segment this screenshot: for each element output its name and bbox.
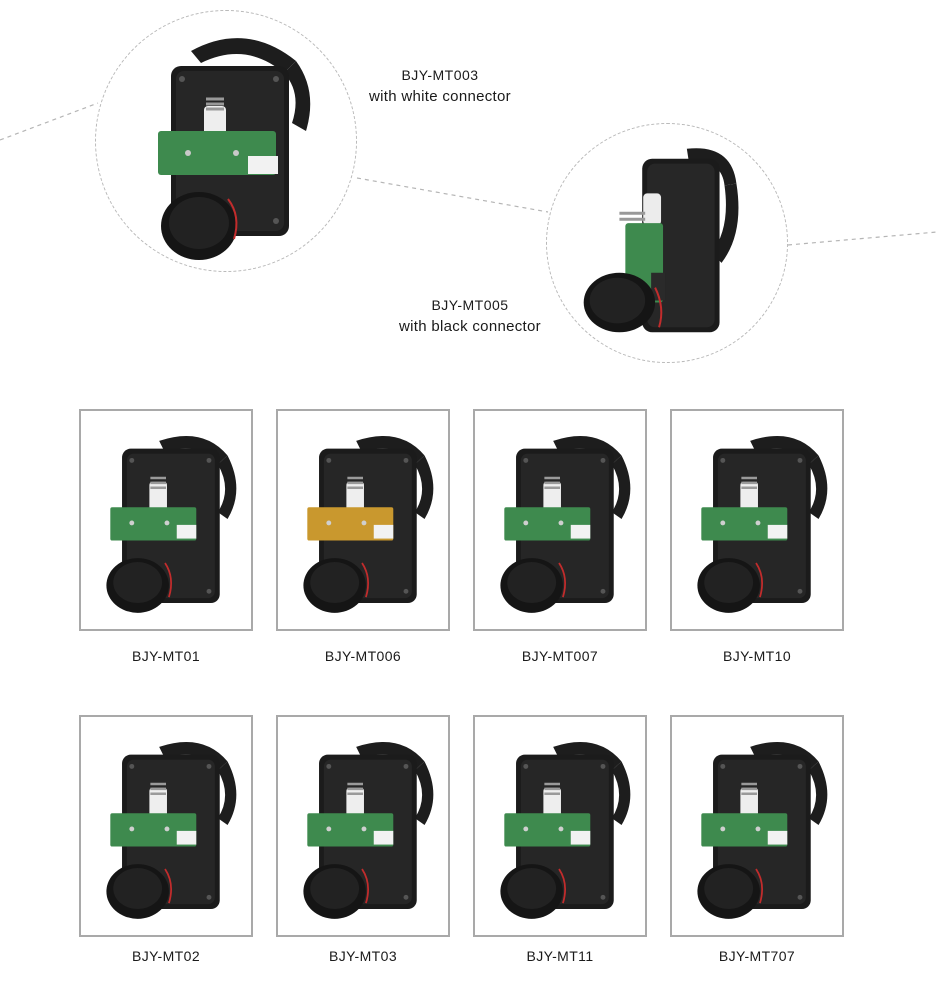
- product-card: [79, 409, 253, 631]
- product-card: [670, 409, 844, 631]
- product-label: BJY-MT007: [521, 648, 599, 664]
- product-card: [473, 715, 647, 937]
- product-code: BJY-MT003: [401, 67, 479, 83]
- gear-motor-image: [583, 148, 739, 333]
- product-card: [79, 715, 253, 937]
- product-card: [276, 409, 450, 631]
- product-description: with black connector: [399, 318, 541, 335]
- product-label: BJY-MT006: [324, 648, 402, 664]
- product-card: [670, 715, 844, 937]
- circuit-board: [504, 813, 591, 847]
- circuit-board: [307, 507, 394, 541]
- gear-motor-image: [500, 741, 631, 919]
- hero-caption-mt005: BJY-MT005 with black connector: [375, 294, 565, 338]
- gear-motor-image: [303, 741, 434, 919]
- gear-motor-image: [500, 435, 631, 613]
- gear-motor-image: [158, 38, 311, 260]
- circuit-board: [110, 813, 197, 847]
- hero-caption-mt003: BJY-MT003 with white connector: [345, 64, 535, 108]
- product-card: [276, 715, 450, 937]
- product-code: BJY-MT005: [431, 297, 509, 313]
- gear-motor-image: [106, 741, 237, 919]
- hero-image-mt003: [95, 10, 357, 272]
- gear-motor-image: [303, 435, 434, 613]
- circuit-board: [110, 507, 197, 541]
- product-label: BJY-MT707: [718, 948, 796, 964]
- product-label: BJY-MT01: [131, 648, 201, 664]
- hero-image-mt005: [546, 123, 788, 363]
- product-label: BJY-MT02: [131, 948, 201, 964]
- product-label: BJY-MT03: [328, 948, 398, 964]
- gear-motor-image: [106, 435, 237, 613]
- dashed-connector-line: [0, 102, 937, 246]
- gear-motor-image: [697, 741, 828, 919]
- circuit-board: [701, 507, 788, 541]
- circuit-board: [701, 813, 788, 847]
- circuit-board: [504, 507, 591, 541]
- product-card: [473, 409, 647, 631]
- product-label: BJY-MT11: [526, 948, 594, 964]
- gear-motor-image: [697, 435, 828, 613]
- product-label: BJY-MT10: [722, 648, 792, 664]
- circuit-board: [307, 813, 394, 847]
- product-description: with white connector: [369, 88, 511, 105]
